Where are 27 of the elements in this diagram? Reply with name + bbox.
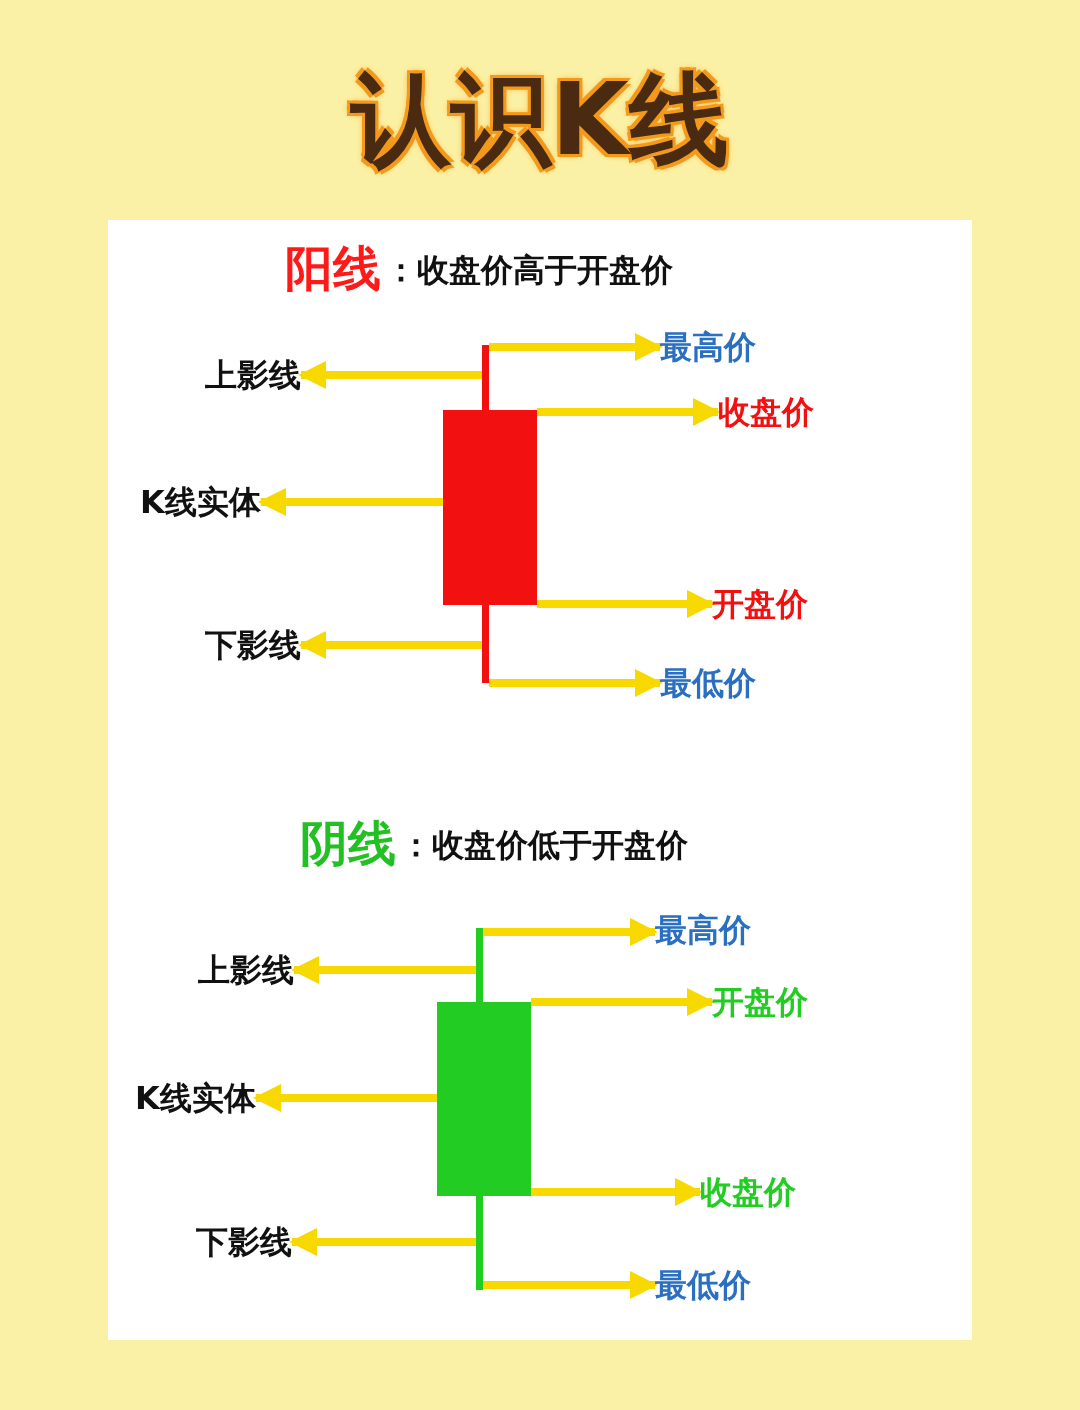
title: 认识K线 xyxy=(351,61,729,178)
arrow xyxy=(537,590,715,618)
price-label: 最高价 xyxy=(655,910,751,950)
definition-text: ：收盘价低于开盘价 xyxy=(400,825,688,865)
price-label: 开盘价 xyxy=(712,982,808,1022)
candle-type-heading: 阴线 xyxy=(300,815,396,871)
part-label: K线实体 xyxy=(135,1078,256,1118)
part-label: 上影线 xyxy=(205,355,301,395)
candle-type-heading: 阳线 xyxy=(285,240,381,296)
price-label: 开盘价 xyxy=(712,584,808,624)
price-label: 收盘价 xyxy=(718,392,814,432)
part-label: 上影线 xyxy=(198,950,294,990)
arrow xyxy=(253,1084,437,1112)
part-label: K线实体 xyxy=(140,482,261,522)
candle-body xyxy=(437,1002,531,1196)
price-label: 收盘价 xyxy=(700,1172,796,1212)
arrow xyxy=(258,488,443,516)
candle-body xyxy=(443,410,537,605)
arrow xyxy=(537,398,721,426)
definition-text: ：收盘价高于开盘价 xyxy=(385,250,673,290)
price-label: 最低价 xyxy=(660,663,756,703)
arrow xyxy=(531,988,715,1016)
arrow xyxy=(531,1178,703,1206)
part-label: 下影线 xyxy=(196,1222,292,1262)
price-label: 最低价 xyxy=(655,1265,751,1305)
part-label: 下影线 xyxy=(205,625,301,665)
price-label: 最高价 xyxy=(660,327,756,367)
